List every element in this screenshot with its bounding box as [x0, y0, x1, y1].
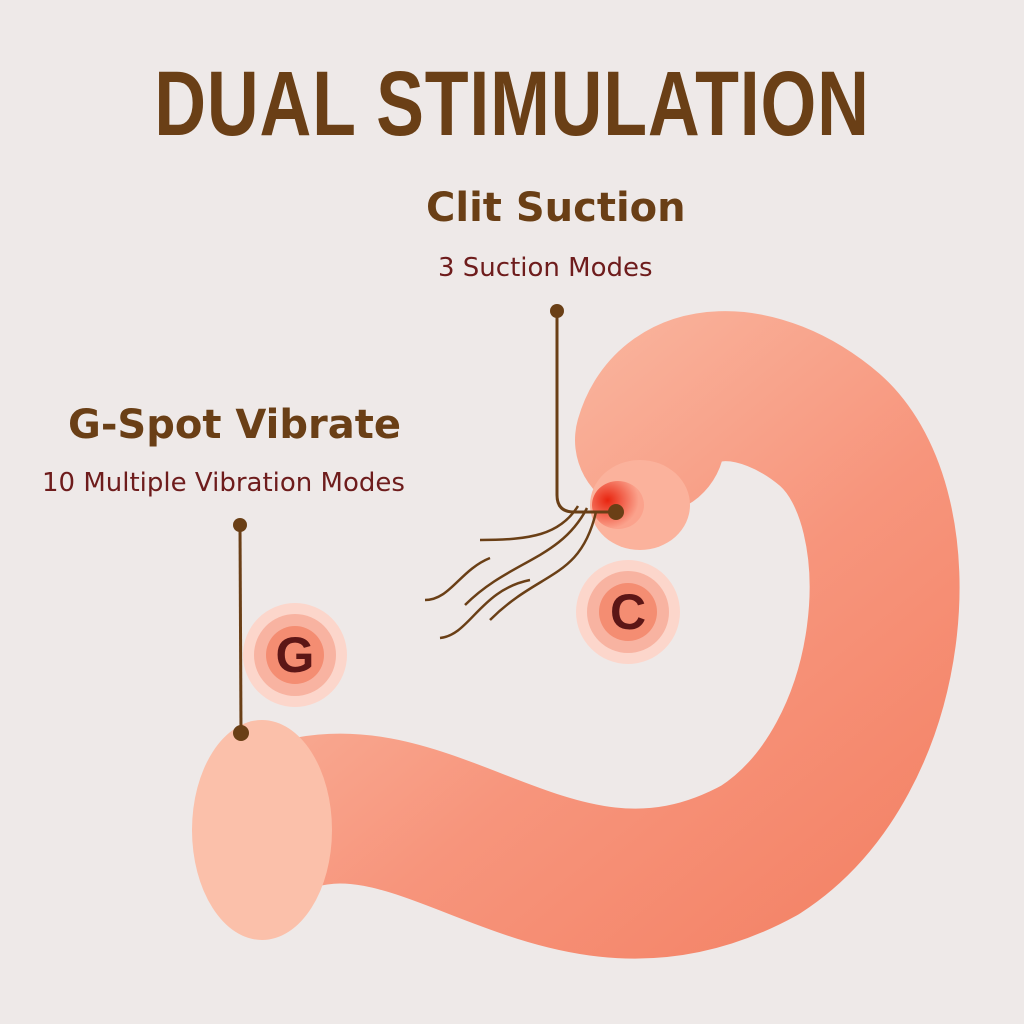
g-badge-letter: G: [266, 626, 324, 684]
c-badge-letter: C: [599, 583, 657, 641]
gspot-heading: G-Spot Vibrate: [68, 402, 401, 448]
g-badge: G: [243, 603, 347, 707]
gspot-pointer-line: [233, 518, 249, 741]
clit-suction-modes: 3 Suction Modes: [438, 253, 653, 283]
clit-suction-heading: Clit Suction: [426, 185, 686, 231]
clit-pointer-line: [550, 304, 624, 520]
page-title: DUAL STIMULATION: [154, 53, 870, 155]
suction-waves: [424, 505, 598, 640]
c-badge: C: [576, 560, 680, 664]
product-body: [192, 311, 960, 959]
gspot-modes: 10 Multiple Vibration Modes: [42, 468, 405, 498]
